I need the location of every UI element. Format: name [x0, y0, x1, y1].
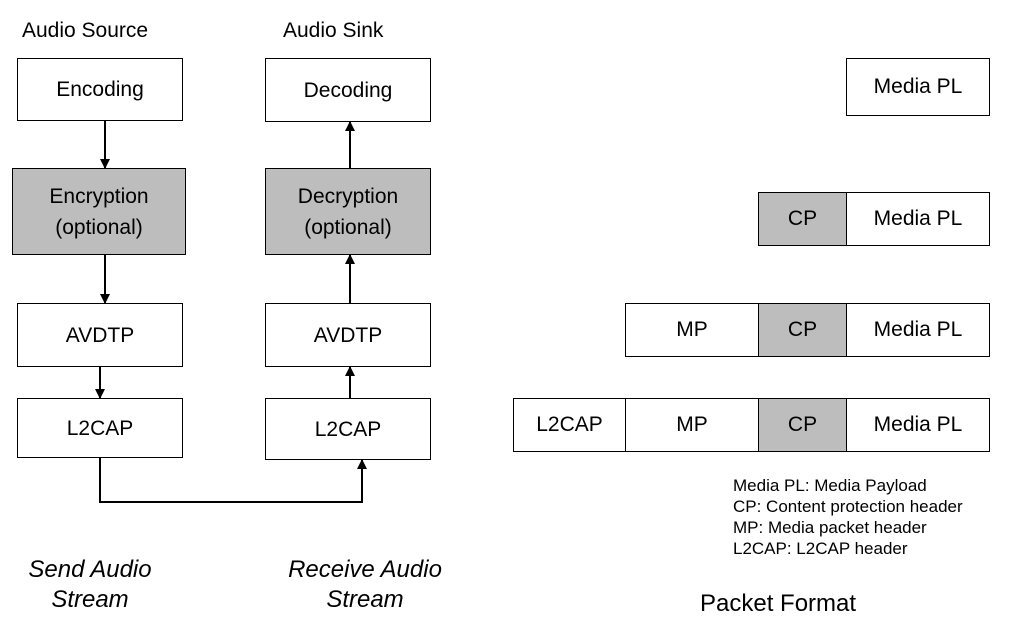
transport-link — [99, 458, 367, 503]
legend-item: MP: Media packet header — [733, 518, 927, 537]
decoding-block: Decoding — [265, 58, 431, 122]
packet-cp: CP — [758, 303, 846, 357]
packet-media-pl: Media PL — [846, 58, 990, 116]
packet-media-pl: Media PL — [846, 192, 990, 246]
receive-audio-caption: Receive Audio Stream — [288, 556, 442, 613]
decryption-label: Decryption (optional) — [297, 184, 399, 239]
packet-legend: Media PL: Media Payload CP: Content prot… — [733, 475, 963, 559]
encoding-block: Encoding — [17, 58, 183, 121]
packet-cp: CP — [758, 192, 846, 246]
source-title: Audio Source — [22, 19, 149, 42]
legend-item: CP: Content protection header — [733, 497, 963, 516]
send-audio-caption: Send Audio Stream — [28, 556, 152, 613]
sink-title: Audio Sink — [283, 19, 384, 42]
packet-media-pl: Media PL — [846, 398, 990, 452]
encoding-label: Encoding — [56, 78, 144, 101]
encryption-label: Encryption (optional) — [49, 184, 149, 239]
source-avdtp-label: AVDTP — [65, 323, 135, 347]
packet-cp: CP — [758, 398, 846, 452]
encryption-block: Encryption (optional) — [12, 168, 186, 255]
sink-avdtp-block: AVDTP — [265, 303, 431, 367]
decryption-block: Decryption (optional) — [265, 168, 431, 255]
sink-l2cap-label: L2CAP — [314, 417, 382, 441]
packet-mp: MP — [625, 398, 758, 452]
source-avdtp-block: AVDTP — [17, 303, 183, 367]
source-l2cap-block: L2CAP — [17, 398, 183, 458]
source-l2cap-label: L2CAP — [66, 416, 134, 440]
packet-l2cap: L2CAP — [513, 398, 625, 452]
sink-l2cap-block: L2CAP — [265, 398, 431, 460]
packet-media-pl: Media PL — [846, 303, 990, 357]
packet-mp: MP — [625, 303, 758, 357]
sink-avdtp-label: AVDTP — [313, 323, 383, 347]
legend-item: L2CAP: L2CAP header — [733, 539, 908, 558]
packet-format-title: Packet Format — [700, 590, 857, 617]
legend-item: Media PL: Media Payload — [733, 476, 927, 495]
decoding-label: Decoding — [303, 78, 393, 102]
